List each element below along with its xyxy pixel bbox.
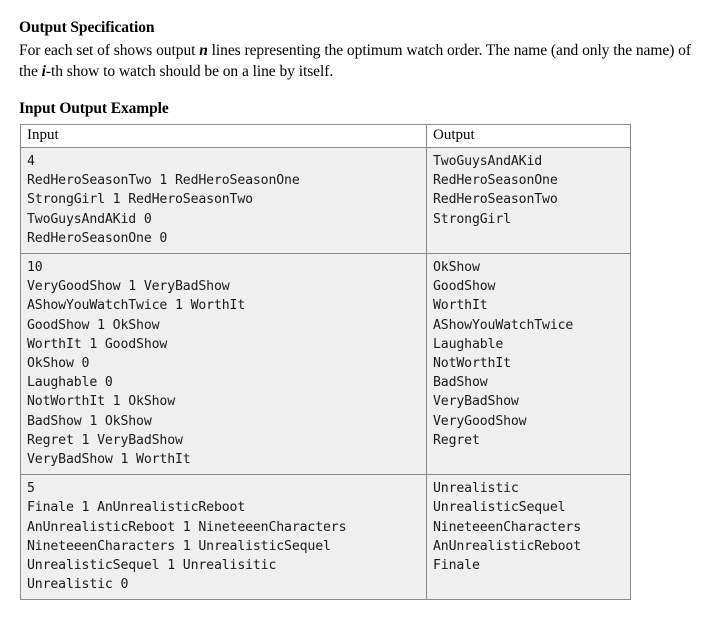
- spec-text-part-2: lines representing the optimum watch ord…: [19, 42, 691, 80]
- spec-text-part-1: For each set of shows output: [19, 42, 200, 59]
- spec-emphasis-i: i: [41, 63, 46, 80]
- table-header-row: Input Output: [20, 124, 631, 148]
- column-header-output: Output: [426, 124, 631, 148]
- cell-output: OkShow GoodShow WorthIt AShowYouWatchTwi…: [426, 253, 631, 476]
- input-sample-text: 10 VeryGoodShow 1 VeryBadShow AShowYouWa…: [27, 260, 246, 468]
- input-output-example-heading: Input Output Example: [19, 100, 169, 117]
- input-sample-text: 5 Finale 1 AnUnrealisticReboot AnUnreali…: [27, 481, 347, 593]
- output-specification-body: For each set of shows output n lines rep…: [19, 40, 691, 82]
- cell-input: 4 RedHeroSeasonTwo 1 RedHeroSeasonOne St…: [20, 146, 427, 255]
- table-row: 5 Finale 1 AnUnrealisticReboot AnUnreali…: [20, 474, 631, 601]
- output-sample-text: TwoGuysAndAKid RedHeroSeasonOne RedHeroS…: [433, 154, 558, 227]
- cell-input: 5 Finale 1 AnUnrealisticReboot AnUnreali…: [20, 474, 427, 601]
- table-row: 10 VeryGoodShow 1 VeryBadShow AShowYouWa…: [20, 253, 631, 476]
- input-sample-text: 4 RedHeroSeasonTwo 1 RedHeroSeasonOne St…: [27, 154, 300, 246]
- output-sample-text: OkShow GoodShow WorthIt AShowYouWatchTwi…: [433, 260, 574, 448]
- cell-output: TwoGuysAndAKid RedHeroSeasonOne RedHeroS…: [426, 146, 631, 255]
- output-specification-heading: Output Specification: [19, 19, 155, 36]
- cell-input: 10 VeryGoodShow 1 VeryBadShow AShowYouWa…: [20, 253, 427, 476]
- spec-text-part-3: -th show to watch should be on a line by…: [45, 63, 334, 80]
- table-row: 4 RedHeroSeasonTwo 1 RedHeroSeasonOne St…: [20, 146, 631, 255]
- spec-emphasis-n: n: [199, 42, 208, 59]
- input-output-example-table: Input Output 4 RedHeroSeasonTwo 1 RedHer…: [20, 124, 631, 601]
- column-header-input: Input: [20, 124, 427, 148]
- output-sample-text: Unrealistic UnrealisticSequel NineteeenC…: [433, 481, 582, 574]
- cell-output: Unrealistic UnrealisticSequel NineteeenC…: [426, 474, 631, 601]
